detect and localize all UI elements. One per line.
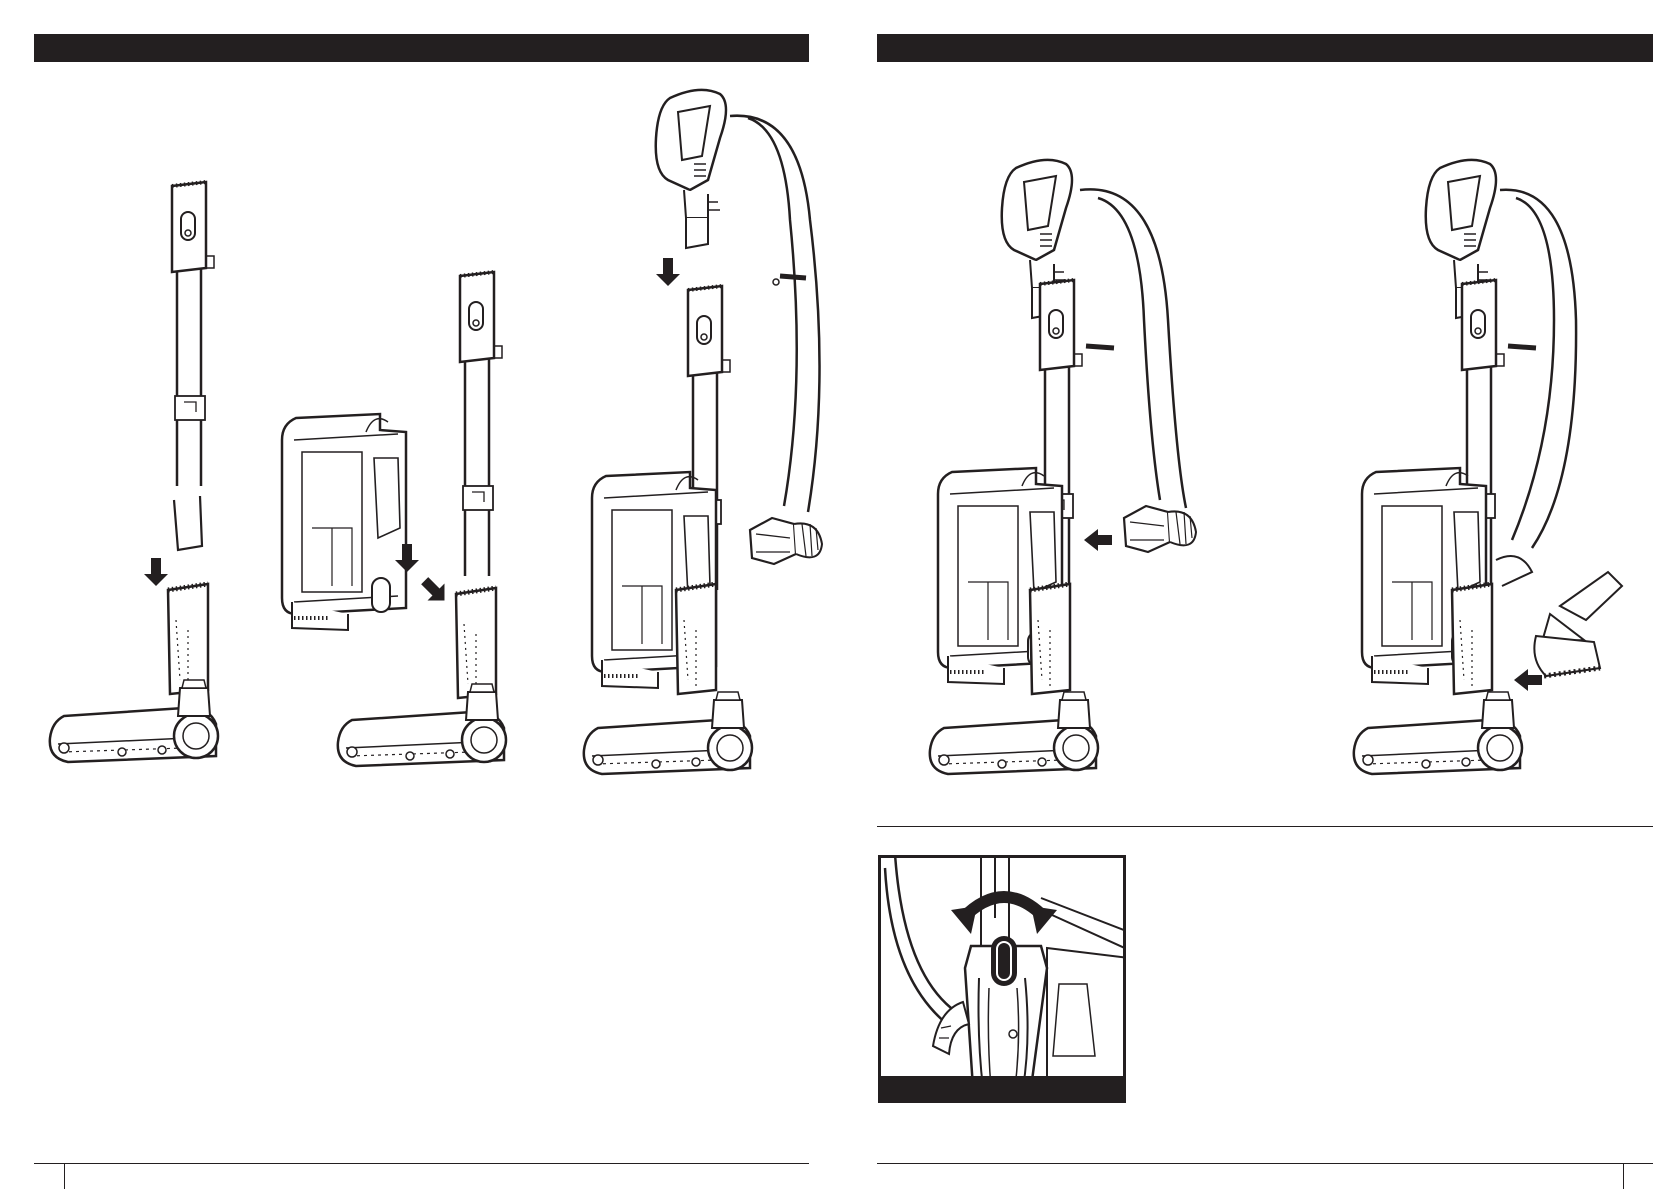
figure-hose-connected-to-pod [930,160,1196,774]
down-arrow-icon [144,558,168,586]
left-arrow-icon [1084,529,1112,551]
release-button-inset [878,855,1126,1103]
diagonal-arrow-icon [416,572,453,609]
brush-accessory [1534,572,1622,676]
rotate-arrow-icon [951,897,1057,934]
inset-illustration [881,858,1126,1103]
figure-accessory-onto-pod [1354,160,1622,774]
figure-handle-onto-wand [584,90,822,774]
figure-pod-onto-wand [282,272,506,766]
down-arrow-icon [656,258,680,286]
inset-bottom-bar [881,1076,1123,1100]
figure-wand-onto-floor-nozzle [50,182,218,762]
left-arrow-icon [1514,669,1542,691]
